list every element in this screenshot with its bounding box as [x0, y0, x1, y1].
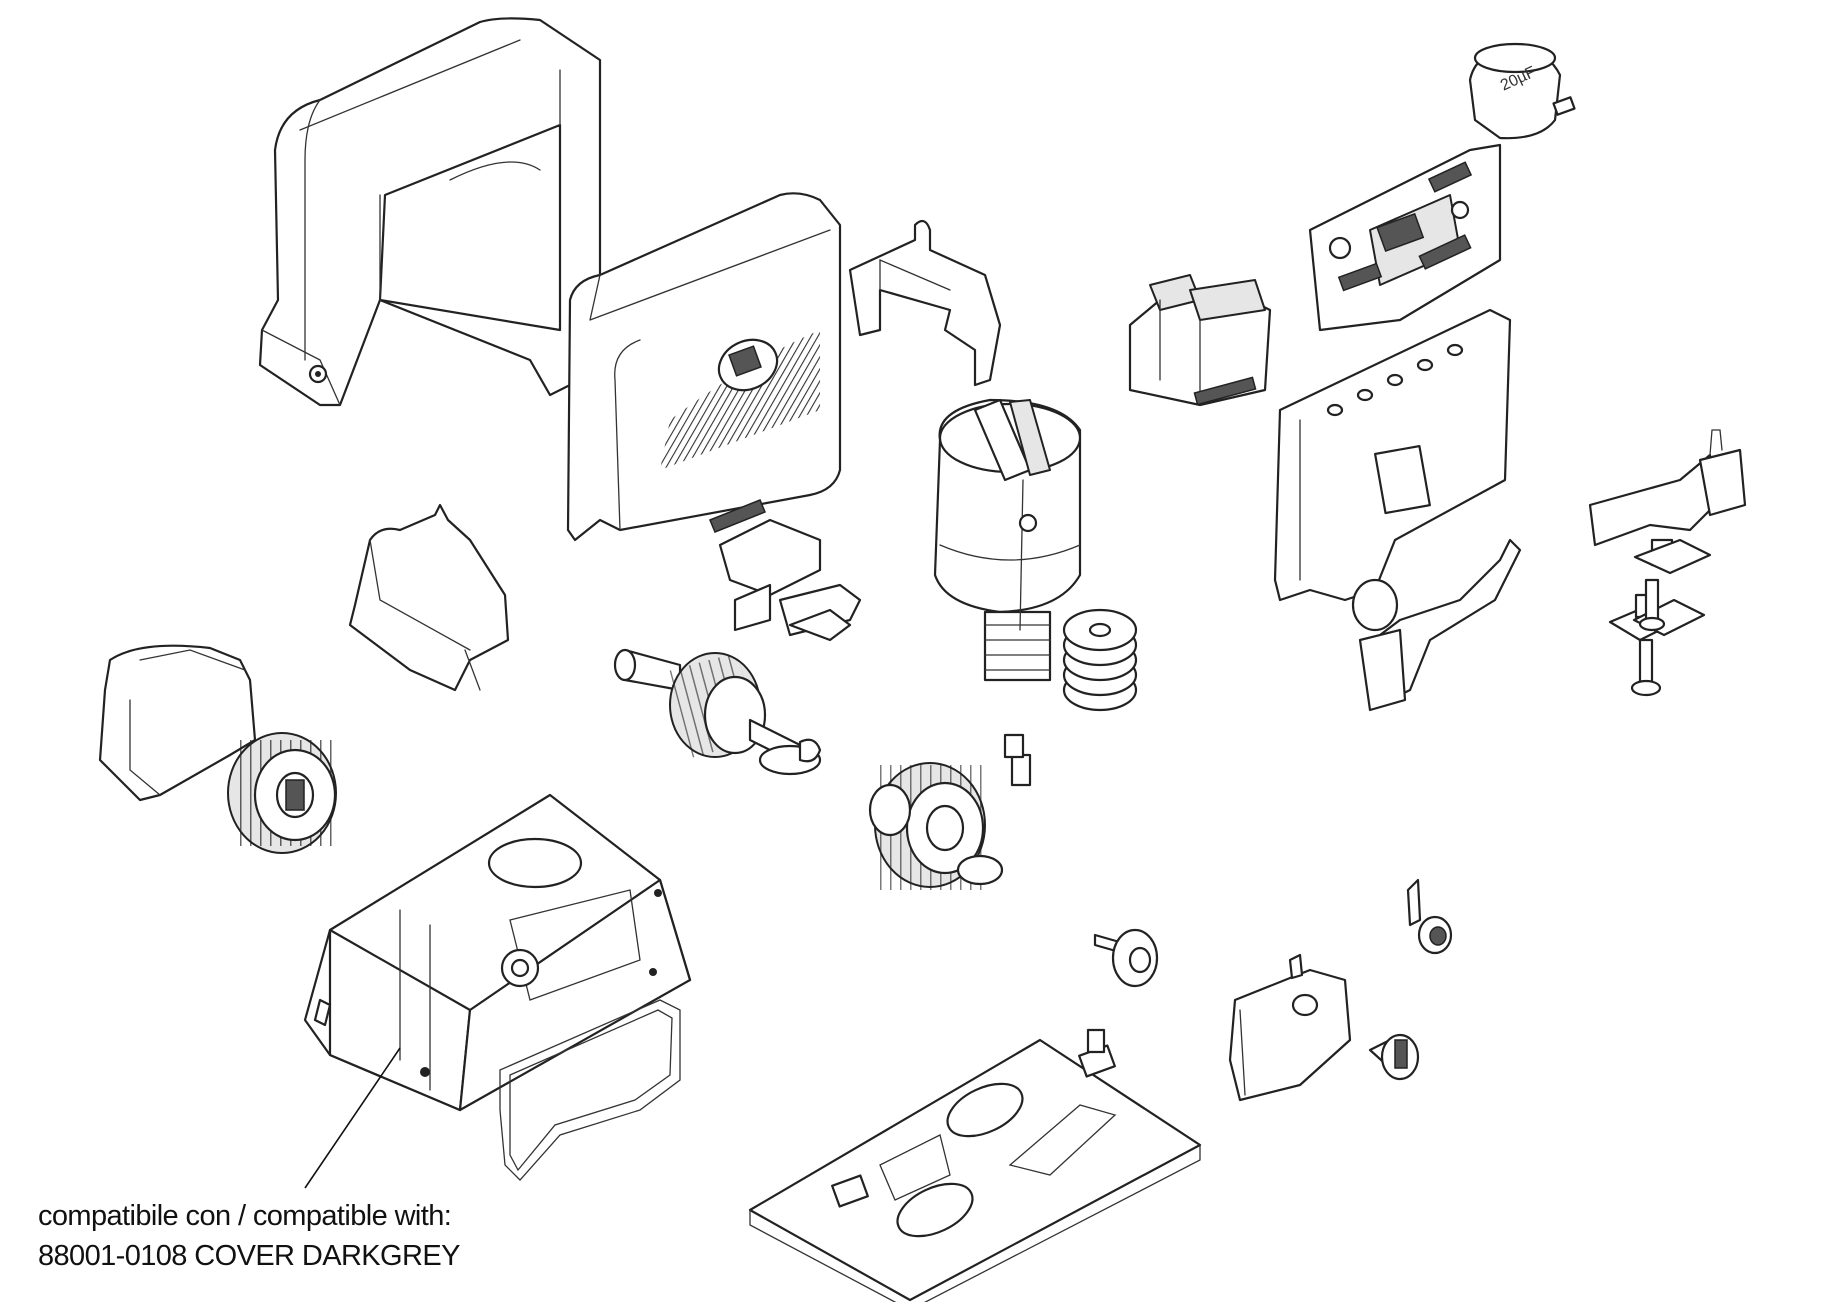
- worm-shaft: [613, 648, 822, 776]
- gear-guard: [98, 644, 257, 802]
- spacer-discs: [1062, 608, 1138, 712]
- transformer: [1128, 274, 1272, 407]
- front-cover: [566, 192, 842, 542]
- anchor-bolt-2: [1632, 538, 1712, 637]
- release-knob: [1093, 928, 1159, 988]
- release-key: [1368, 1033, 1420, 1081]
- gearbox-housing: [303, 793, 692, 1112]
- motor: [933, 398, 1082, 682]
- key-lock: [1406, 878, 1453, 955]
- compatibility-caption: compatibile con / compatible with: 88001…: [38, 1196, 460, 1276]
- spring-lever: [1588, 429, 1747, 547]
- base-plate: [748, 1028, 1202, 1302]
- limit-bracket: [1358, 538, 1522, 712]
- drive-pinion: [227, 732, 337, 854]
- control-board: [1308, 143, 1502, 332]
- caption-line-1: compatibile con / compatible with:: [38, 1200, 452, 1232]
- leader-line: [304, 1047, 401, 1189]
- top-cover: [258, 17, 602, 407]
- lock-cover: [1228, 953, 1352, 1102]
- capacitor: 20µF: [1468, 42, 1576, 140]
- output-gear: [868, 762, 1004, 890]
- board-mounting-plate: [1273, 308, 1512, 632]
- limit-switch: [709, 499, 862, 642]
- caption-line-2: 88001-0108 COVER DARKGREY: [38, 1240, 460, 1272]
- small-connector: [1003, 733, 1032, 787]
- cable-channel: [348, 503, 510, 692]
- gasket: [499, 999, 681, 1181]
- cover-bracket: [848, 219, 1002, 387]
